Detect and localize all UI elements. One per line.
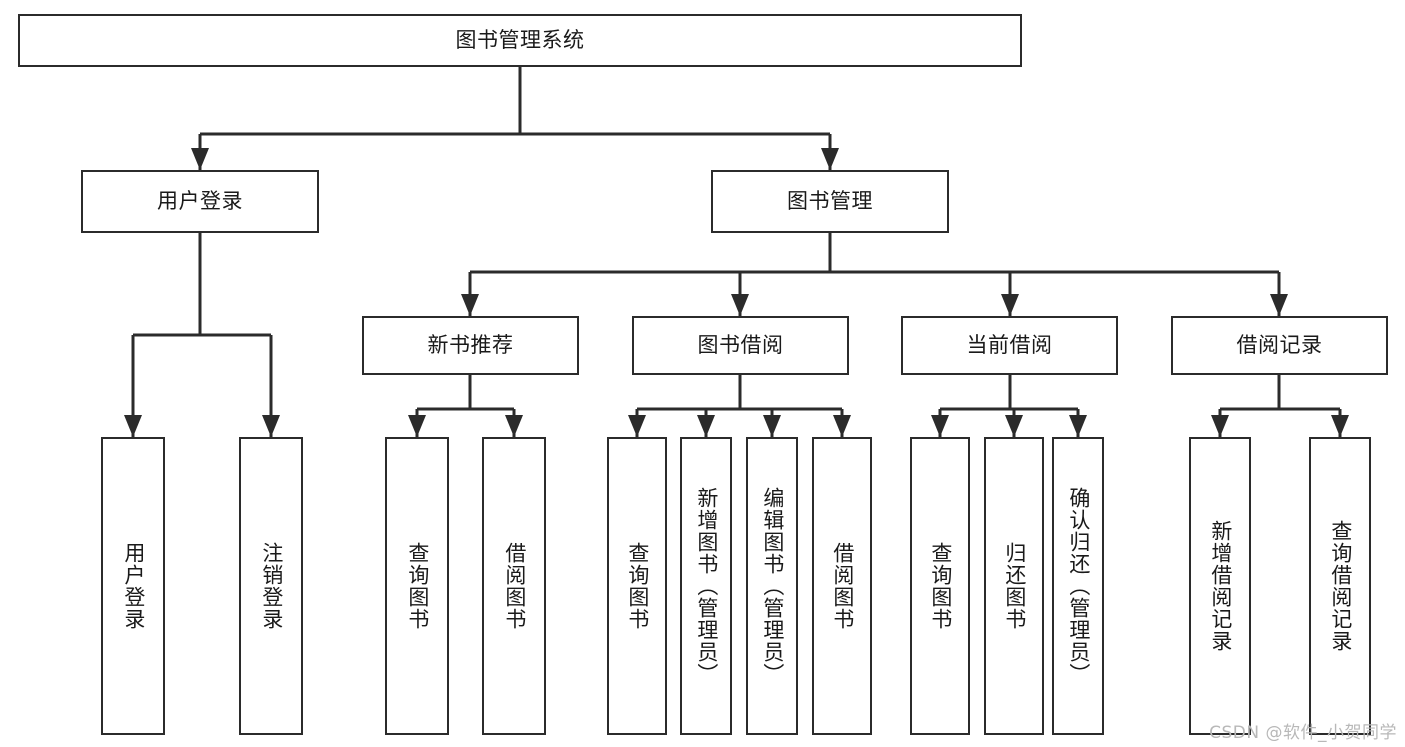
node-current[interactable]: 当前借阅 <box>901 316 1118 375</box>
node-leaf-cur-confirm[interactable]: 确认归还（管理员） <box>1052 437 1104 735</box>
arrowhead-icon <box>821 148 839 170</box>
node-leaf-bk-borrow[interactable]: 借阅图书 <box>812 437 872 735</box>
node-label: 查询图书 <box>405 542 430 630</box>
node-leaf-bk-edit[interactable]: 编辑图书（管理员） <box>746 437 798 735</box>
node-label: 查询借阅记录 <box>1328 520 1353 652</box>
node-leaf-nb-borrow[interactable]: 借阅图书 <box>482 437 546 735</box>
node-leaf-nb-query[interactable]: 查询图书 <box>385 437 449 735</box>
arrowhead-icon <box>697 415 715 437</box>
arrowhead-icon <box>1211 415 1229 437</box>
node-label: 新书推荐 <box>427 332 514 357</box>
node-label: 用户登录 <box>121 542 146 630</box>
node-login[interactable]: 用户登录 <box>81 170 319 233</box>
node-label: 图书管理 <box>787 188 873 213</box>
node-label: 编辑图书（管理员） <box>760 487 785 685</box>
node-leaf-bk-add[interactable]: 新增图书（管理员） <box>680 437 732 735</box>
node-label: 新增图书（管理员） <box>694 487 719 685</box>
arrowhead-icon <box>1005 415 1023 437</box>
node-leaf-user-login[interactable]: 用户登录 <box>101 437 165 735</box>
node-label: 注销登录 <box>259 542 284 630</box>
arrowhead-icon <box>931 415 949 437</box>
arrowhead-icon <box>731 294 749 316</box>
node-bookmgmt[interactable]: 图书管理 <box>711 170 949 233</box>
arrowhead-icon <box>1001 294 1019 316</box>
node-leaf-rec-add[interactable]: 新增借阅记录 <box>1189 437 1251 735</box>
node-leaf-rec-query[interactable]: 查询借阅记录 <box>1309 437 1371 735</box>
node-label: 新增借阅记录 <box>1208 520 1233 652</box>
node-root[interactable]: 图书管理系统 <box>18 14 1022 67</box>
node-leaf-cur-return[interactable]: 归还图书 <box>984 437 1044 735</box>
node-records[interactable]: 借阅记录 <box>1171 316 1388 375</box>
node-newbook[interactable]: 新书推荐 <box>362 316 579 375</box>
node-leaf-user-logout[interactable]: 注销登录 <box>239 437 303 735</box>
arrowhead-icon <box>408 415 426 437</box>
arrowhead-icon <box>628 415 646 437</box>
arrowhead-icon <box>1069 415 1087 437</box>
arrowhead-icon <box>262 415 280 437</box>
node-label: 归还图书 <box>1002 542 1027 630</box>
arrowhead-icon <box>763 415 781 437</box>
arrowhead-icon <box>1331 415 1349 437</box>
node-borrow[interactable]: 图书借阅 <box>632 316 849 375</box>
node-label: 图书借阅 <box>697 332 784 357</box>
node-label: 确认归还（管理员） <box>1066 487 1091 685</box>
node-label: 用户登录 <box>157 188 243 213</box>
arrowhead-icon <box>461 294 479 316</box>
node-leaf-bk-query[interactable]: 查询图书 <box>607 437 667 735</box>
node-label: 借阅图书 <box>502 542 527 630</box>
arrowhead-icon <box>833 415 851 437</box>
node-label: 查询图书 <box>928 542 953 630</box>
node-leaf-cur-query[interactable]: 查询图书 <box>910 437 970 735</box>
arrowhead-icon <box>1270 294 1288 316</box>
node-label: 图书管理系统 <box>455 27 585 52</box>
arrowhead-icon <box>505 415 523 437</box>
node-label: 当前借阅 <box>966 332 1053 357</box>
node-label: 借阅记录 <box>1236 332 1323 357</box>
node-label: 借阅图书 <box>830 542 855 630</box>
node-label: 查询图书 <box>625 542 650 630</box>
arrowhead-icon <box>191 148 209 170</box>
arrowhead-icon <box>124 415 142 437</box>
